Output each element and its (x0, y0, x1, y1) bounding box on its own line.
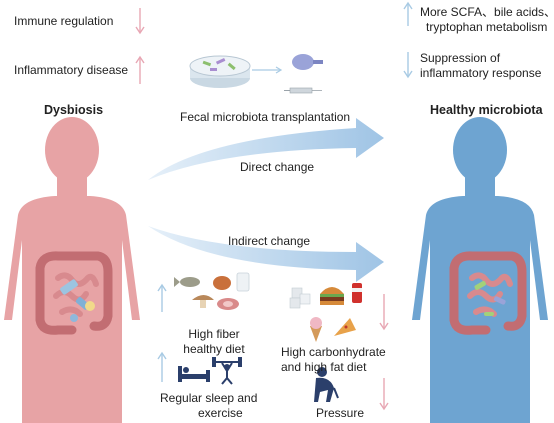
dysbiosis-intestine-icon (35, 251, 113, 335)
dysbiosis-label: Dysbiosis (44, 103, 104, 117)
transfer-arrow-icon (252, 66, 283, 74)
legend-scfa-line2: tryptophan metabolism (426, 20, 548, 34)
legend-suppression-line1: Suppression of (420, 51, 501, 65)
sleep-exercise-line2: exercise (198, 406, 243, 420)
pressure-label: Pressure (316, 406, 365, 420)
sleep-bed-icon (178, 366, 210, 382)
sleep-exercise-line1: Regular sleep and (160, 391, 258, 405)
healthy-body-figure (412, 117, 548, 423)
dysbiosis-body-figure (4, 117, 140, 423)
legend-suppression-line2: inflammatory response (420, 66, 542, 80)
down-arrow-pressure-icon (379, 378, 389, 411)
fmt-label: Fecal microbiota transplantation (180, 110, 351, 124)
pressure-person-icon (314, 367, 339, 402)
up-arrow-pink-icon (135, 55, 145, 84)
down-arrow-pink-icon (135, 8, 145, 35)
carb-fat-line2: and high fat diet (281, 360, 367, 374)
legend-inflammatory-disease: Inflammatory disease (14, 63, 129, 77)
fiber-diet-line1: High fiber (188, 327, 240, 341)
unhealthy-food-icons (289, 283, 362, 342)
healthy-food-icons (174, 272, 250, 310)
down-arrow-carb-icon (379, 294, 389, 331)
indirect-change-arrow (148, 226, 384, 282)
direct-change-arrow (148, 118, 384, 180)
legend-scfa-line1: More SCFA、bile acids、 (420, 5, 554, 19)
indirect-change-label: Indirect change (228, 234, 311, 248)
up-arrow-sleep-icon (157, 351, 167, 382)
direct-change-label: Direct change (240, 160, 315, 174)
up-arrow-blue-icon (403, 1, 413, 26)
down-arrow-blue-icon (403, 52, 413, 79)
fiber-diet-line2: healthy diet (183, 342, 245, 356)
enema-bulb-icon (292, 54, 323, 70)
syringe-icon (284, 87, 322, 94)
exercise-weightlifter-icon (212, 357, 242, 385)
healthy-microbiota-label: Healthy microbiota (430, 103, 543, 117)
legend-immune-regulation: Immune regulation (14, 14, 114, 28)
up-arrow-fiber-icon (157, 283, 167, 312)
carb-fat-line1: High carbonhydrate (281, 345, 386, 359)
healthy-intestine-icon (449, 251, 527, 335)
petri-dish-icon (189, 55, 251, 88)
